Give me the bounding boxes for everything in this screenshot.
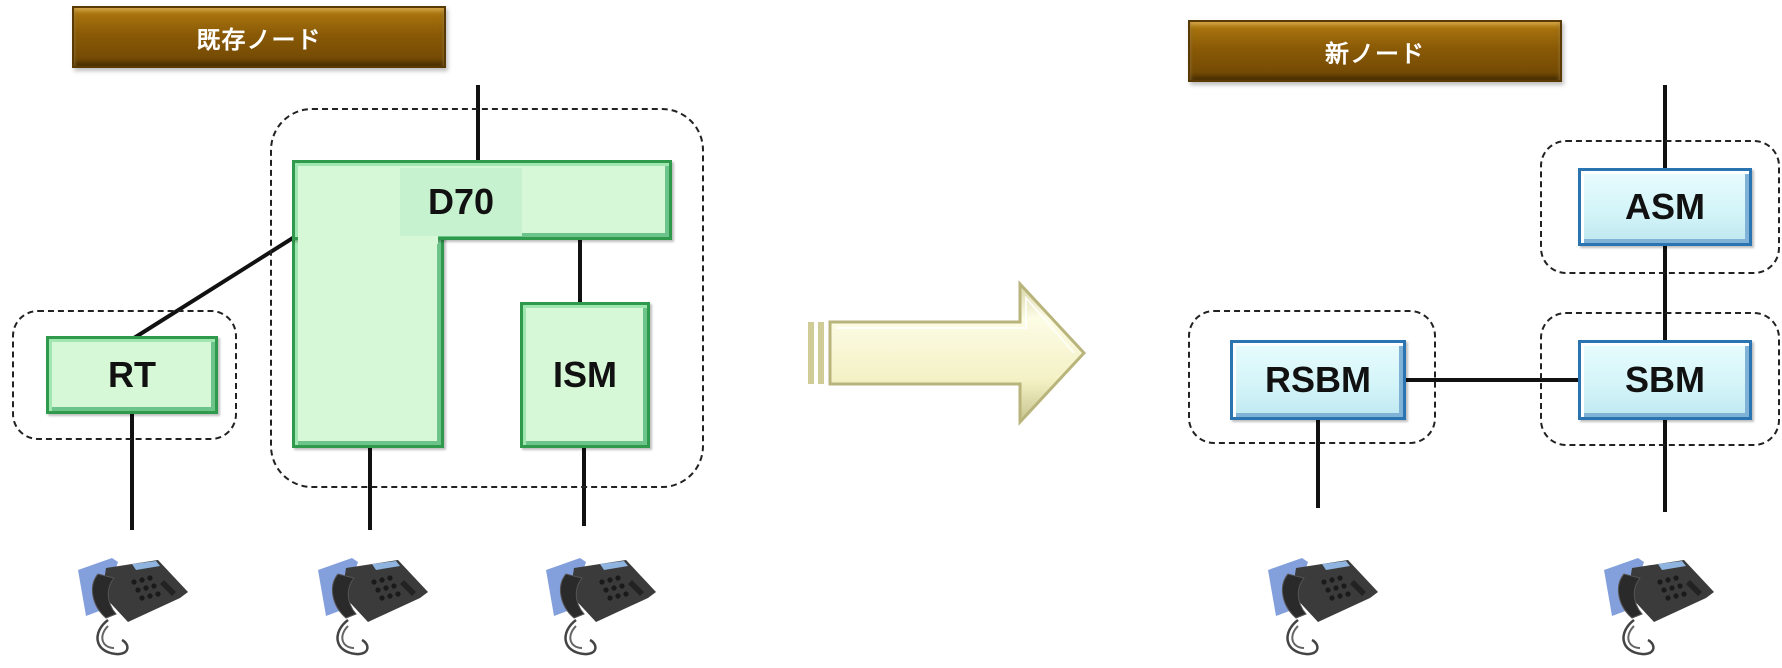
- rsbm-group-outline: [1188, 310, 1436, 444]
- telephone-icon: [1266, 556, 1380, 656]
- sbm-group-outline: [1540, 312, 1780, 446]
- d70-label: D70: [427, 181, 495, 222]
- telephone-icon: [1602, 556, 1716, 656]
- sbm-label: SBM: [1625, 359, 1705, 400]
- asm-node: [1578, 168, 1752, 246]
- rsbm-label: RSBM: [1265, 359, 1371, 400]
- telephone-icon: [76, 556, 190, 656]
- existing-node-banner: 既存ノード: [72, 6, 446, 68]
- telephone-icon: [316, 556, 430, 656]
- ism-label: ISM: [552, 354, 617, 395]
- d70-label-backing: [400, 168, 522, 236]
- asm-label: ASM: [1625, 186, 1705, 227]
- d70-group-outline: [270, 108, 704, 488]
- rt-label: RT: [108, 354, 156, 395]
- rt-group-outline: [12, 310, 237, 440]
- telephone-icon: [544, 556, 658, 656]
- new-node-banner: 新ノード: [1188, 20, 1562, 82]
- ism-node: [520, 302, 650, 448]
- asm-group-outline: [1540, 140, 1780, 274]
- d70-rt-line: [132, 234, 298, 340]
- rsbm-node: [1230, 340, 1406, 420]
- rt-node: [46, 336, 218, 414]
- right-arrow-icon: [808, 280, 1087, 426]
- sbm-node: [1578, 340, 1752, 420]
